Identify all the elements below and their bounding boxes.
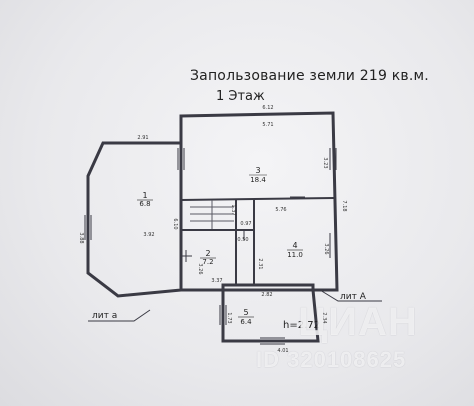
- room-5-wall: [221, 288, 320, 343]
- dim-top-inner: 5.71: [262, 122, 273, 128]
- lit-A-label: лит А: [340, 292, 367, 302]
- room-1-area: 6.8: [139, 200, 150, 208]
- dim-room1-inner: 3.92: [143, 232, 154, 238]
- room-3-number: 3: [255, 166, 260, 175]
- dim-stair-w: 0.50: [237, 237, 248, 243]
- room-2-number: 2: [205, 249, 210, 258]
- dim-bottom: 4.01: [277, 348, 288, 354]
- lit-a-leader: [88, 309, 151, 322]
- dim-room5-left: 1.73: [226, 312, 232, 323]
- ceiling-height: h=2.72: [283, 320, 320, 331]
- plan-title: Запользование земли 219 кв.м.: [190, 68, 429, 84]
- room-2-area: 7.2: [202, 258, 213, 266]
- room-5-number: 5: [243, 308, 248, 317]
- room-1-number: 1: [142, 191, 147, 200]
- dim-room5-right: 2.34: [321, 312, 327, 323]
- dim-stair-small: 0.97: [240, 221, 251, 227]
- lit-A-leader: [319, 289, 382, 302]
- lit-a-label: лит а: [92, 311, 117, 321]
- dim-room2-bottom: 3.37: [211, 278, 222, 284]
- dim-right-outer: 7.18: [341, 200, 347, 211]
- room-3-area: 18.4: [250, 176, 266, 184]
- room-5-area: 6.4: [240, 318, 252, 326]
- wall-divider-3: [180, 197, 335, 201]
- room-4-number: 4: [292, 241, 297, 250]
- dim-left-outer: 3.88: [78, 232, 84, 243]
- watermark-id: ID 320108625: [256, 347, 407, 372]
- floor-label: 1 Этаж: [216, 89, 265, 104]
- room-4-area: 11.0: [287, 251, 303, 259]
- dim-room1-height: 6.10: [172, 218, 178, 229]
- watermark-brand: ЦИАН: [298, 300, 418, 344]
- dim-gap-small: 1.37: [230, 204, 236, 215]
- dim-room2-side: 3.26: [197, 263, 203, 274]
- main-block-wall: [179, 111, 339, 292]
- dim-room1-top: 2.91: [137, 135, 148, 141]
- dim-room5-top: 2.82: [261, 292, 272, 298]
- dim-top-outer: 6.12: [262, 105, 273, 111]
- room-1-wall: [86, 141, 183, 298]
- dim-room2-inner: 2.31: [257, 258, 263, 269]
- dim-room4-side: 3.26: [323, 243, 329, 254]
- dim-room3-side: 3.23: [322, 157, 328, 168]
- dim-mid-width: 5.76: [275, 207, 286, 213]
